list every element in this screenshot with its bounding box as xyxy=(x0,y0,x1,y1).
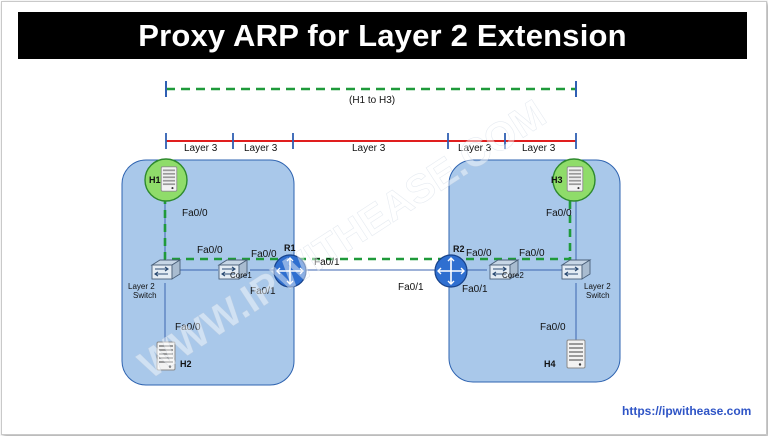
interface-label: Fa0/0 xyxy=(519,248,545,259)
left-switch-label: Switch xyxy=(133,291,157,300)
host-h4-label: H4 xyxy=(544,359,556,369)
r2-label: R2 xyxy=(453,244,465,254)
server-icon xyxy=(160,166,178,192)
segment-label: Layer 3 xyxy=(184,143,218,154)
left-switch-label: Layer 2 xyxy=(128,282,155,291)
server-icon xyxy=(566,166,584,192)
interface-label: Fa0/0 xyxy=(546,208,572,219)
core2-label: Core2 xyxy=(502,271,524,280)
title-bar: Proxy ARP for Layer 2 Extension xyxy=(18,12,747,59)
switch-icon xyxy=(561,259,591,280)
right-site-area xyxy=(448,159,621,383)
server-icon xyxy=(566,339,586,369)
right-switch-label: Switch xyxy=(586,291,610,300)
core1-label: Core1 xyxy=(230,271,252,280)
host-h3-label: H3 xyxy=(551,175,563,185)
interface-label: Fa0/0 xyxy=(540,322,566,333)
interface-label: Fa0/1 xyxy=(314,257,340,268)
right-switch-label: Layer 2 xyxy=(584,282,611,291)
interface-label: Fa0/0 xyxy=(466,248,492,259)
r1-label: R1 xyxy=(284,243,296,253)
website-link[interactable]: https://ipwithease.com xyxy=(622,404,752,418)
interface-label: Fa0/1 xyxy=(398,282,424,293)
interface-label: Fa0/0 xyxy=(251,249,277,260)
interface-label: Fa0/0 xyxy=(182,208,208,219)
segment-label: Layer 3 xyxy=(352,143,386,154)
segment-label: Layer 3 xyxy=(522,143,556,154)
h1-h3-logical-path xyxy=(163,196,572,261)
interface-label: Fa0/1 xyxy=(250,286,276,297)
page-title: Proxy ARP for Layer 2 Extension xyxy=(138,17,627,53)
host-h1-label: H1 xyxy=(149,175,161,185)
interface-label: Fa0/1 xyxy=(462,284,488,295)
segment-label: Layer 3 xyxy=(244,143,278,154)
segment-label: Layer 3 xyxy=(458,143,492,154)
interface-label: Fa0/0 xyxy=(175,322,201,333)
interface-label: Fa0/0 xyxy=(197,245,223,256)
path-label: (H1 to H3) xyxy=(349,95,395,106)
host-h2-label: H2 xyxy=(180,359,192,369)
router-icon xyxy=(434,254,468,288)
switch-icon xyxy=(151,259,181,280)
